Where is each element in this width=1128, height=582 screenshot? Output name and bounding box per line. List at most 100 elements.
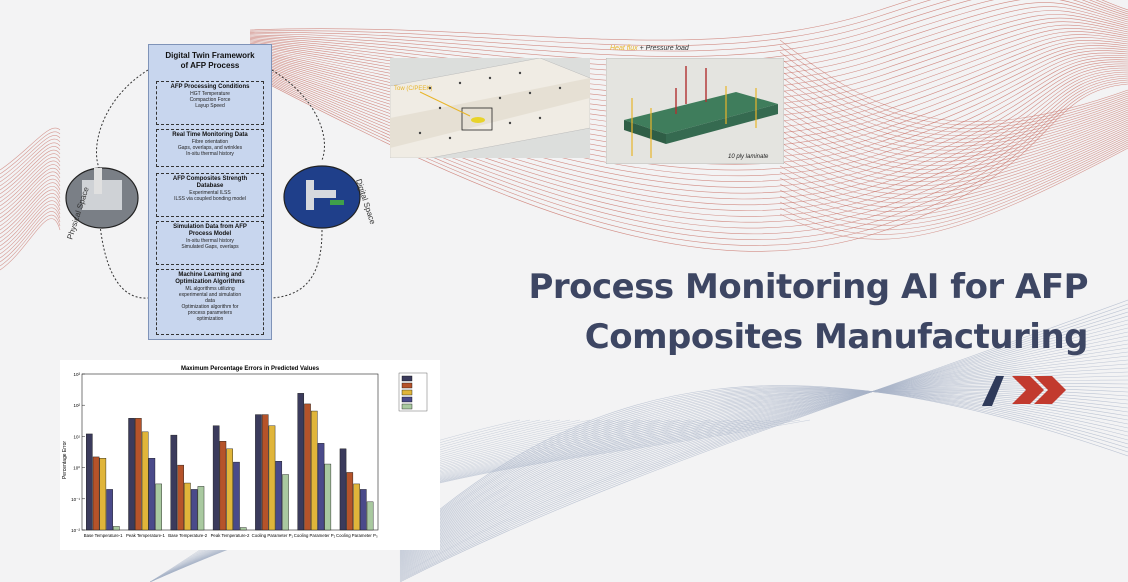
framework-box-simulation: Simulation Data from AFP Process Model I… bbox=[156, 221, 264, 265]
wave-line-red bbox=[779, 117, 1128, 174]
wave-line-red bbox=[779, 131, 1128, 204]
wave-line-blue bbox=[399, 315, 1128, 579]
wave-line-red bbox=[0, 127, 61, 171]
wave-line-red bbox=[0, 149, 61, 195]
wave-line-red bbox=[0, 182, 61, 231]
pressure-arrows bbox=[675, 66, 707, 114]
wave-line-red bbox=[779, 127, 1128, 195]
wave-line-red bbox=[0, 204, 61, 255]
tow-element bbox=[471, 117, 485, 123]
bar bbox=[170, 434, 178, 531]
bar bbox=[233, 461, 240, 531]
y-tick-label: 10⁰ bbox=[73, 466, 80, 471]
wave-line-red bbox=[0, 171, 61, 219]
digital-robot-image bbox=[283, 165, 361, 229]
wave-line-red bbox=[249, 0, 1128, 57]
wave-line-blue bbox=[399, 363, 1128, 567]
error-bar-chart: Maximum Percentage Errors in Predicted V… bbox=[60, 360, 440, 550]
bar bbox=[324, 463, 332, 531]
wave-line-red bbox=[0, 146, 61, 191]
box-body: Fibre orientation Gaps, overlaps, and wr… bbox=[177, 139, 243, 157]
laminate-caption: 10 ply laminate bbox=[728, 154, 769, 160]
laminate-top bbox=[624, 92, 778, 134]
wave-line-blue bbox=[399, 390, 1128, 551]
box-body: Experimental ILSS ILSS via coupled bondi… bbox=[174, 190, 246, 202]
wave-line-red bbox=[779, 63, 1128, 136]
bar bbox=[360, 489, 367, 531]
wave-line-red bbox=[779, 87, 1128, 151]
bar bbox=[282, 474, 289, 531]
wave-line-blue bbox=[399, 390, 1128, 552]
box-heading: Real Time Monitoring Data bbox=[172, 132, 248, 138]
brand-logo bbox=[982, 376, 1066, 406]
legend-swatch bbox=[401, 389, 413, 396]
wave-line-red bbox=[779, 125, 1128, 191]
wave-line-red bbox=[0, 218, 61, 271]
wave-line-red bbox=[779, 115, 1128, 170]
y-tick-label: 10¹ bbox=[73, 434, 80, 439]
framework-box-monitoring: Real Time Monitoring Data Fibre orientat… bbox=[156, 129, 264, 167]
y-tick-label: 10² bbox=[73, 403, 80, 408]
chart-title: Maximum Percentage Errors in Predicted V… bbox=[181, 366, 320, 372]
wave-line-red bbox=[249, 0, 1128, 41]
wave-line-red bbox=[779, 75, 1128, 143]
bar bbox=[106, 489, 113, 531]
wave-line-red bbox=[0, 138, 61, 183]
framework-box-processing: AFP Processing Conditions HGT Temperatur… bbox=[156, 81, 264, 125]
wave-line-blue bbox=[399, 386, 1128, 545]
wave-line-red bbox=[779, 105, 1128, 162]
loop-arrow-left-top bbox=[96, 69, 149, 171]
framework-title: Digital Twin Framework of AFP Process bbox=[165, 51, 255, 70]
wave-line-blue bbox=[399, 307, 1128, 581]
wave-line-red bbox=[0, 175, 61, 223]
category-label: Cooling Parameter P₃ bbox=[336, 533, 378, 538]
bar bbox=[155, 483, 162, 531]
wave-line-red bbox=[249, 0, 1128, 46]
bar bbox=[190, 489, 198, 531]
laminate-side bbox=[666, 104, 778, 144]
bar bbox=[92, 456, 100, 531]
logo-chevron-2 bbox=[1034, 376, 1066, 404]
wave-line-red bbox=[779, 147, 1128, 240]
page-title: Process Monitoring AI for AFP Composites… bbox=[488, 262, 1088, 362]
wave-line-red bbox=[0, 164, 61, 211]
chart-bg bbox=[60, 360, 440, 550]
wave-line-red bbox=[779, 39, 1128, 122]
wave-line-red bbox=[779, 93, 1128, 155]
legend-swatch bbox=[401, 396, 413, 403]
wave-line-blue bbox=[399, 389, 1128, 549]
wave-line-red bbox=[0, 142, 61, 187]
bar bbox=[353, 483, 360, 531]
wave-line-red bbox=[779, 99, 1128, 159]
category-label: Base Temperature-1 bbox=[84, 533, 123, 538]
wave-line-red bbox=[779, 135, 1128, 213]
box-body: ML algorithms utilizing experimental and… bbox=[178, 286, 242, 322]
tow-highlight-box bbox=[461, 107, 493, 131]
wave-line-red bbox=[0, 157, 61, 203]
tow-simulation-image: Tow (C/PEEK) bbox=[390, 58, 590, 158]
wave-line-red bbox=[779, 145, 1128, 235]
box-body: In-situ thermal history Simulated Gaps, … bbox=[181, 238, 239, 250]
wave-line-red bbox=[249, 71, 1128, 240]
wave-line-red bbox=[249, 74, 1128, 252]
framework-box-strength-db: AFP Composites Strength Database Experim… bbox=[156, 173, 264, 217]
wave-line-blue bbox=[399, 355, 1128, 569]
wave-line-red bbox=[779, 137, 1128, 217]
category-label: Base Temperature-2 bbox=[168, 533, 207, 538]
logo-chevron-1 bbox=[1012, 376, 1044, 404]
wave-line-red bbox=[0, 186, 61, 235]
wave-line-red bbox=[0, 193, 61, 243]
bar bbox=[239, 527, 247, 531]
wave-line-blue bbox=[399, 389, 1128, 550]
pressure-load-text: + Pressure load bbox=[637, 45, 689, 52]
wave-line-blue bbox=[399, 359, 1128, 568]
wave-line-red bbox=[0, 200, 61, 251]
wave-line-blue bbox=[399, 385, 1128, 544]
bar bbox=[99, 458, 107, 531]
wave-line-red bbox=[779, 141, 1128, 226]
wave-line-blue bbox=[399, 299, 1128, 582]
box-heading: Simulation Data from AFP Process Model bbox=[173, 224, 247, 237]
wave-line-red bbox=[779, 119, 1128, 178]
wave-line-blue bbox=[399, 391, 1128, 555]
wave-line-red bbox=[779, 121, 1128, 182]
